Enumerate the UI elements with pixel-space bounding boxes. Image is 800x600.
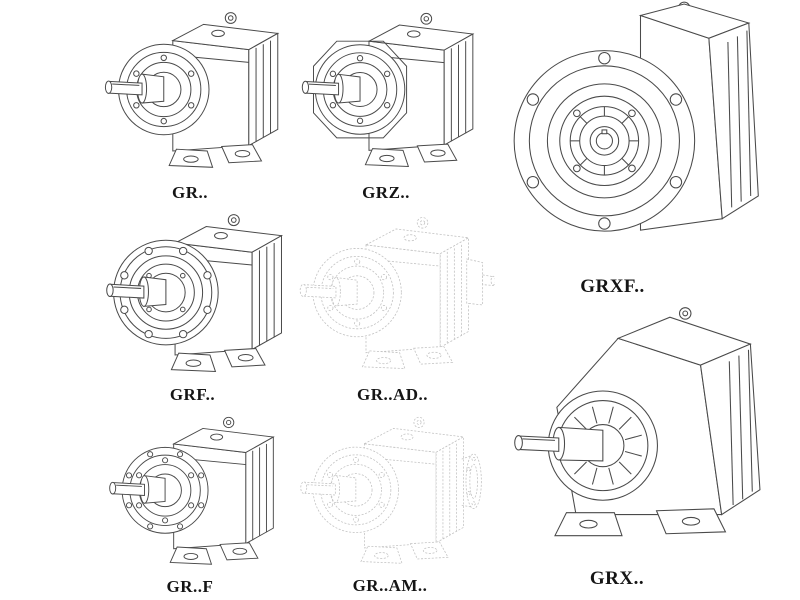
grz-gearbox-drawing: [301, 12, 474, 167]
model-label-gr-ad: GR..AD..: [356, 385, 429, 404]
model-figure-grz: GRZ..: [292, 6, 480, 206]
gr-gearbox-drawing: [104, 12, 279, 168]
gr-ad-gearbox-drawing: [299, 217, 495, 370]
model-label-grz: GRZ..: [362, 183, 410, 202]
model-figure-grxf: GRXF..: [498, 0, 783, 302]
model-label-gr-am: GR..AM..: [352, 576, 428, 596]
model-figure-gr: GR..: [95, 6, 285, 206]
grxf-gearbox-drawing: [513, 1, 759, 232]
model-figure-gr-ad: GR..AD..: [290, 210, 495, 408]
grx-gearbox-drawing: [514, 307, 761, 537]
model-figure-grx: GRX..: [500, 300, 790, 594]
model-label-gr-f: GR..F: [166, 577, 214, 597]
model-figure-gr-am: GR..AM..: [290, 413, 490, 599]
model-label-grf: GRF..: [169, 385, 216, 405]
model-figure-grf: GRF..: [95, 210, 290, 408]
model-label-gr: GR..: [172, 183, 208, 202]
model-label-grx: GRX..: [589, 568, 645, 590]
model-label-grxf: GRXF..: [580, 276, 645, 297]
gr-f-gearbox-drawing: [109, 416, 274, 565]
grf-gearbox-drawing: [106, 214, 282, 372]
model-figure-gr-f: GR..F: [95, 413, 285, 599]
gr-am-gearbox-drawing: [300, 416, 482, 564]
